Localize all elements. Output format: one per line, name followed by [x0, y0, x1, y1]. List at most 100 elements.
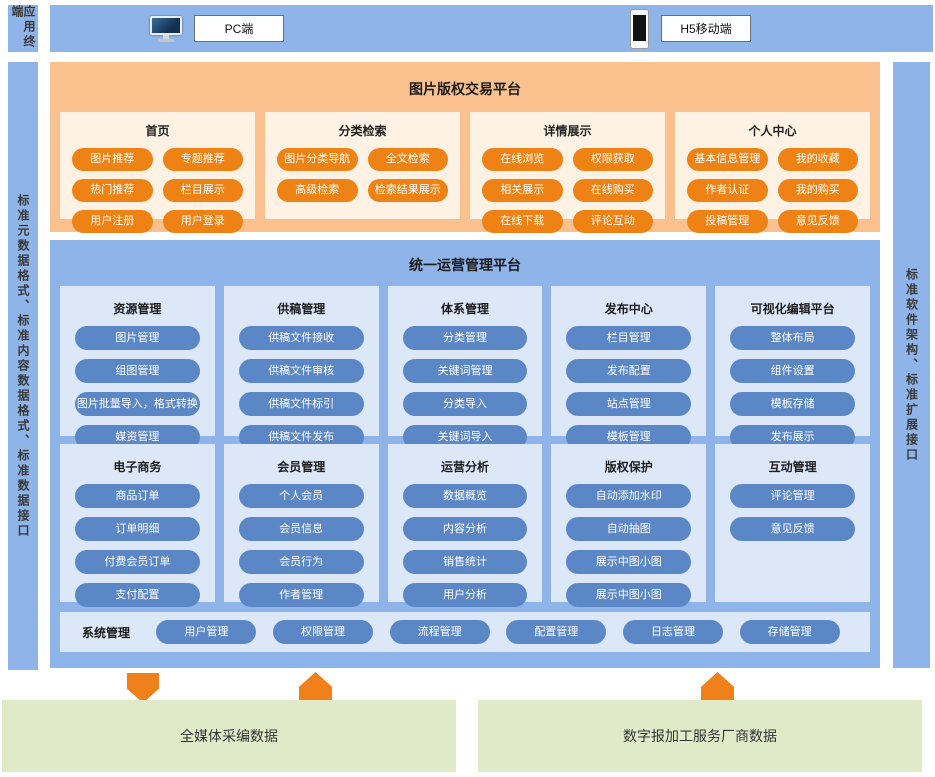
module-pill: 图片推荐 — [72, 148, 153, 171]
module-group: 资源管理图片管理组图管理图片批量导入，格式转换媒资管理 — [60, 286, 215, 449]
module-pill: 栏目管理 — [566, 326, 692, 350]
system-management-pills: 用户管理权限管理流程管理配置管理日志管理存储管理 — [148, 620, 848, 644]
module-pill: 评论管理 — [730, 484, 855, 508]
module-pill: 发布配置 — [566, 359, 692, 383]
terminal-band: PC端 H5移动端 — [50, 5, 933, 52]
module-pill: 供稿文件标引 — [238, 392, 364, 416]
data-source-vendor: 数字报加工服务厂商数据 — [478, 700, 922, 772]
module-group: 互动管理评论管理意见反馈 — [715, 444, 870, 602]
module-pill: 分类管理 — [402, 326, 528, 350]
module-group-title: 资源管理 — [113, 302, 162, 316]
module-pill: 在线浏览 — [482, 148, 563, 171]
system-module-pill: 日志管理 — [622, 620, 723, 644]
module-pill: 模板存储 — [730, 392, 855, 416]
trading-groups: 首页图片推荐专题推荐热门推荐栏目展示用户注册用户登录分类检索图片分类导航全文检索… — [60, 112, 870, 233]
module-pill: 图片批量导入，格式转换 — [75, 392, 200, 416]
module-pill: 站点管理 — [566, 392, 692, 416]
module-group: 版权保护自动添加水印自动抽图展示中图小图展示中图小图 — [551, 444, 707, 607]
left-standards-label: 标准元数据格式、标准内容数据格式、标准数据接口 — [16, 193, 30, 539]
trading-platform-title: 图片版权交易平台 — [409, 81, 521, 97]
ops-row-2: 电子商务商品订单订单明细付费会员订单支付配置会员管理个人会员会员信息会员行为作者… — [60, 444, 870, 607]
module-group-title: 个人中心 — [748, 124, 797, 138]
h5-terminal: H5移动端 — [630, 5, 751, 52]
module-group-title: 首页 — [145, 124, 170, 138]
module-pill: 供稿文件接收 — [238, 326, 364, 350]
module-pill: 用户注册 — [72, 210, 153, 233]
module-group: 可视化编辑平台整体布局组件设置模板存储发布展示 — [715, 286, 870, 449]
flow-arrow-up-icon — [299, 672, 332, 703]
module-group-title: 电子商务 — [113, 460, 162, 474]
module-pill: 权限获取 — [572, 148, 653, 171]
module-pill: 作者管理 — [238, 583, 364, 607]
module-pill: 我的购买 — [777, 179, 858, 202]
right-standards-label: 标准软件架构、标准扩展接口 — [904, 267, 919, 463]
smartphone-icon — [630, 8, 649, 49]
ops-platform-title: 统一运营管理平台 — [409, 257, 521, 273]
module-pill: 付费会员订单 — [75, 550, 200, 574]
system-module-pill: 用户管理 — [156, 620, 257, 644]
flow-arrow-down-icon — [127, 673, 159, 703]
ops-platform-section: 统一运营管理平台 资源管理图片管理组图管理图片批量导入，格式转换媒资管理供稿管理… — [50, 240, 880, 668]
module-pill: 图片管理 — [75, 326, 200, 350]
module-pill: 全文检索 — [367, 148, 448, 171]
module-group: 个人中心基本信息管理我的收藏作者认证我的购买投稿管理意见反馈 — [675, 112, 870, 233]
pc-terminal: PC端 — [150, 5, 284, 52]
module-pill: 展示中图小图 — [566, 550, 692, 574]
module-group: 供稿管理供稿文件接收供稿文件审核供稿文件标引供稿文件发布 — [223, 286, 379, 449]
module-group: 会员管理个人会员会员信息会员行为作者管理 — [223, 444, 379, 607]
module-group: 详情展示在线浏览权限获取相关展示在线购买在线下载评论互动 — [470, 112, 665, 233]
module-pill: 作者认证 — [687, 179, 768, 202]
right-bar-standards: 标准软件架构、标准扩展接口 — [893, 62, 930, 668]
module-pill: 用户分析 — [402, 583, 528, 607]
module-pill: 我的收藏 — [777, 148, 858, 171]
trading-platform-section: 图片版权交易平台 首页图片推荐专题推荐热门推荐栏目展示用户注册用户登录分类检索图… — [50, 62, 880, 233]
left-bar-standards: 标准元数据格式、标准内容数据格式、标准数据接口 — [8, 62, 38, 670]
module-pill: 组图管理 — [75, 359, 200, 383]
flow-arrow-up-icon — [701, 672, 734, 703]
module-pill: 订单明细 — [75, 517, 200, 541]
desktop-monitor-icon — [150, 15, 182, 42]
module-pill: 组件设置 — [730, 359, 855, 383]
module-group: 运营分析数据概览内容分析销售统计用户分析 — [387, 444, 543, 607]
module-group-title: 运营分析 — [440, 460, 489, 474]
module-pill: 在线购买 — [572, 179, 653, 202]
module-pill: 栏目展示 — [162, 179, 243, 202]
module-pill: 投稿管理 — [687, 210, 768, 233]
module-pill: 自动抽图 — [566, 517, 692, 541]
module-group-title: 发布中心 — [604, 302, 653, 316]
h5-terminal-label: H5移动端 — [661, 15, 751, 42]
system-module-pill: 流程管理 — [389, 620, 490, 644]
module-group-title: 分类检索 — [338, 124, 387, 138]
module-pill: 高级检索 — [277, 179, 358, 202]
module-group: 电子商务商品订单订单明细付费会员订单支付配置 — [60, 444, 215, 607]
module-group-title: 供稿管理 — [277, 302, 326, 316]
module-group-title: 会员管理 — [277, 460, 326, 474]
system-module-pill: 权限管理 — [273, 620, 373, 644]
system-module-pill: 存储管理 — [739, 620, 840, 644]
module-pill: 展示中图小图 — [566, 583, 692, 607]
module-pill: 意见反馈 — [730, 517, 855, 541]
module-pill: 个人会员 — [238, 484, 364, 508]
module-group-title: 体系管理 — [440, 302, 489, 316]
module-pill: 销售统计 — [402, 550, 528, 574]
module-group-title: 详情展示 — [543, 124, 592, 138]
module-pill: 热门推荐 — [72, 179, 153, 202]
module-pill: 在线下载 — [482, 210, 563, 233]
module-pill: 数据概览 — [402, 484, 528, 508]
system-management-label: 系统管理 — [82, 625, 131, 640]
module-pill: 支付配置 — [75, 583, 200, 607]
module-pill: 意见反馈 — [777, 210, 858, 233]
module-pill: 会员信息 — [238, 517, 364, 541]
module-pill: 商品订单 — [75, 484, 200, 508]
module-group-title: 互动管理 — [768, 460, 817, 474]
module-group: 体系管理分类管理关键词管理分类导入关键词导入 — [387, 286, 543, 449]
module-pill: 相关展示 — [482, 179, 563, 202]
app-terminal-label: 应用终端 — [10, 5, 36, 50]
module-pill: 检索结果展示 — [367, 179, 448, 202]
module-pill: 会员行为 — [238, 550, 364, 574]
pc-terminal-label: PC端 — [194, 15, 284, 42]
module-pill: 评论互动 — [572, 210, 653, 233]
module-pill: 用户登录 — [162, 210, 243, 233]
module-pill: 分类导入 — [402, 392, 528, 416]
